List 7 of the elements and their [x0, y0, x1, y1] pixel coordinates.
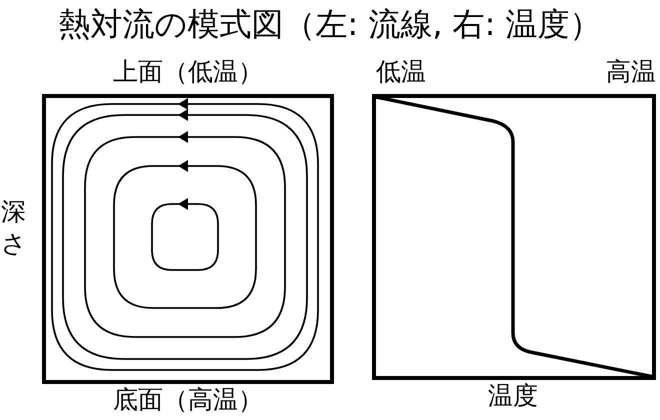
- diagram-title: 熱対流の模式図（左: 流線, 右: 温度）: [57, 4, 603, 44]
- depth-label: 深さ: [1, 196, 28, 260]
- low-temp-label: 低温: [376, 56, 426, 88]
- temperature-label: 温度: [487, 380, 539, 412]
- high-temp-label: 高温: [605, 56, 656, 88]
- top-surface-label: 上面（低温）: [112, 56, 264, 88]
- bottom-surface-label: 底面（高温）: [112, 384, 264, 416]
